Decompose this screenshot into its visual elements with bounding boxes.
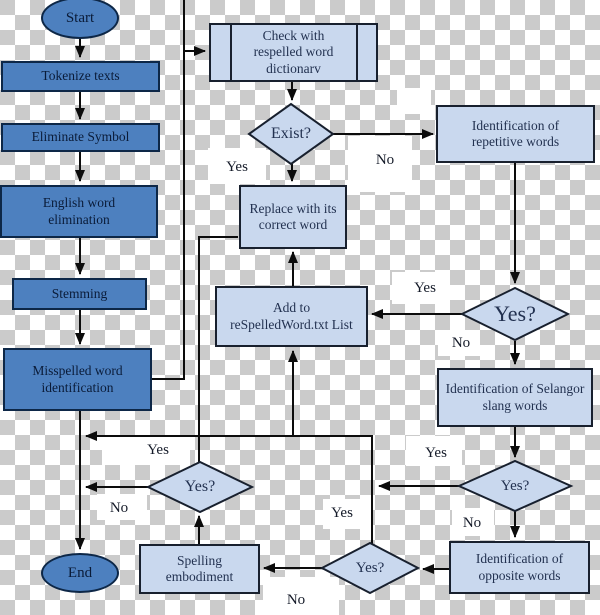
predefined-process-check-dictionary: Check with respelled word dictionarv — [209, 23, 378, 82]
process-eliminate-symbol: Eliminate Symbol — [1, 123, 160, 152]
decision-yes3-label: Yes? — [355, 559, 385, 576]
edge-label-yes2-yes: Yes — [425, 444, 447, 461]
edge-label-yes3-no: No — [286, 591, 306, 608]
process-misspelled-word-identification: Misspelled word identification — [3, 348, 152, 411]
decision-yes2-label: Yes? — [500, 477, 530, 494]
decision-yes4-label: Yes? — [184, 478, 216, 495]
process-identification-repetitive-words: Identification of repetitive words — [436, 105, 595, 163]
selangor-label: Identification of Selangor slang words — [445, 381, 585, 413]
opposite-label: Identification of opposite words — [475, 551, 564, 583]
end-terminator: End — [41, 553, 119, 593]
stemming-label: Stemming — [51, 285, 108, 301]
tokenize-label: Tokenize texts — [41, 68, 120, 84]
process-identification-opposite-words: Identification of opposite words — [449, 541, 590, 594]
start-terminator: Start — [41, 0, 119, 39]
check-label: Check with respelled word dictionarv — [253, 28, 334, 76]
predefined-right-bar — [356, 25, 358, 80]
spelling-label: Spelling embodiment — [165, 552, 234, 584]
process-tokenize-texts: Tokenize texts — [1, 61, 160, 92]
decision-yes1-shape — [459, 286, 571, 342]
edge-label-exist-no: No — [375, 151, 395, 168]
repetitive-label: Identification of repetitive words — [471, 117, 560, 149]
edge-label-exist-yes: Yes — [226, 158, 248, 175]
replace-label: Replace with its correct word — [249, 200, 337, 232]
edge-label-yes2-no: No — [462, 514, 482, 531]
decision-yes4-shape — [145, 460, 255, 514]
edge-yes4-replace — [198, 236, 238, 462]
edge-label-yes1-no: No — [451, 334, 471, 351]
process-replace-correct-word: Replace with its correct word — [239, 185, 347, 249]
start-label: Start — [65, 10, 95, 26]
decision-exist-label: Exist? — [271, 125, 311, 142]
label-highlight-patches — [97, 88, 494, 615]
edge-label-yes1-yes: Yes — [414, 279, 436, 296]
edge-label-yes3-yes: Yes — [331, 504, 353, 521]
connector-lines — [75, 0, 520, 574]
misspelled-label: Misspelled word identification — [32, 363, 123, 395]
edge-label-yes4-no: No — [109, 499, 129, 516]
edge-label-yes4-yes: Yes — [147, 441, 169, 458]
decision-yes1-label: Yes? — [494, 301, 536, 326]
addlist-label: Add to reSpelledWord.txt List — [230, 300, 353, 332]
eliminate-label: Eliminate Symbol — [31, 129, 130, 145]
edge-misspelled-up — [152, 0, 185, 380]
decision-exist-shape — [247, 102, 335, 166]
process-english-word-elimination: English word elimination — [0, 185, 158, 238]
edge-yes3-up-left — [85, 431, 373, 545]
process-add-respelledword-list: Add to reSpelledWord.txt List — [215, 286, 368, 347]
predefined-left-bar — [230, 25, 232, 80]
end-label: End — [67, 565, 93, 581]
process-spelling-embodiment: Spelling embodiment — [139, 544, 260, 594]
decision-yes2-shape — [456, 459, 574, 513]
decision-yes3-shape — [319, 541, 421, 595]
decision-shapes — [145, 102, 574, 595]
process-stemming: Stemming — [12, 278, 147, 310]
english-label: English word elimination — [42, 195, 116, 227]
process-identification-selangor-slang: Identification of Selangor slang words — [437, 368, 593, 427]
